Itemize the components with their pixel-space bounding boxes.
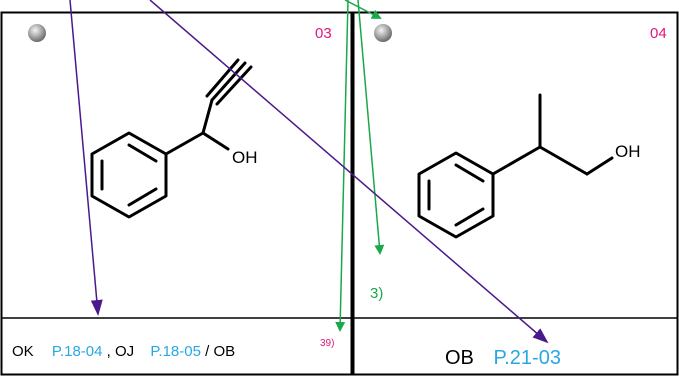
ref-p21-03[interactable]: P.21-03 xyxy=(493,347,560,369)
bond-c-alkyne xyxy=(201,98,214,135)
triple-bond-center xyxy=(210,61,247,102)
panel-04: 04 OH OB P.21-03 xyxy=(352,11,679,376)
green-arrows xyxy=(335,0,385,332)
panel-04-number: 04 xyxy=(650,25,667,42)
caption-03-ob: / OB xyxy=(205,343,235,360)
purple-arrows xyxy=(69,0,549,344)
annotation-label: 3) xyxy=(370,285,383,302)
oh-label-03: OH xyxy=(232,148,258,167)
aromatic-bond xyxy=(454,163,485,183)
green-arrow-down-to-label xyxy=(357,0,385,255)
purple-arrow-to-p21-03 xyxy=(149,0,549,344)
caption-04-ob: OB xyxy=(445,347,474,369)
bond-ch2-oh xyxy=(585,156,614,176)
ref-p18-04[interactable]: P.18-04 xyxy=(52,343,103,360)
molecule-04 xyxy=(417,93,614,239)
panel-03-border xyxy=(0,11,353,376)
triple-bond-upper xyxy=(205,58,240,98)
triple-bond-lower xyxy=(215,65,253,106)
molecule-03 xyxy=(90,58,253,219)
bond-ring-to-carbinol xyxy=(164,131,205,156)
pin-icon xyxy=(28,24,46,42)
oh-label-04: OH xyxy=(615,142,641,161)
pin-icon xyxy=(374,24,392,42)
aromatic-bond xyxy=(454,207,485,227)
caption-03: OK P.18-04 , OJ P.18-05 / OB xyxy=(12,343,235,360)
caption-03-ok: OK xyxy=(12,343,34,360)
panel-03: 03 OH OK P.18-04 , OJ P.18-05 / OB 39) xyxy=(0,11,353,376)
green-arrow-to-pin xyxy=(344,0,382,19)
panel-03-number: 03 xyxy=(315,25,332,42)
aromatic-bond xyxy=(127,143,158,163)
purple-arrow-to-p18-04 xyxy=(69,0,103,316)
bond-c-oh xyxy=(201,131,230,151)
panel-04-border xyxy=(352,11,679,376)
footnote-39: 39) xyxy=(320,338,334,349)
green-arrow-down-to-ob xyxy=(335,0,349,332)
bond-ring-to-ch xyxy=(491,145,542,176)
aromatic-bond xyxy=(127,187,158,207)
bond-ch-ch2 xyxy=(538,145,589,176)
caption-04: OB P.21-03 xyxy=(445,347,561,369)
caption-03-oj: , OJ xyxy=(107,343,135,360)
ref-p18-05[interactable]: P.18-05 xyxy=(150,343,201,360)
